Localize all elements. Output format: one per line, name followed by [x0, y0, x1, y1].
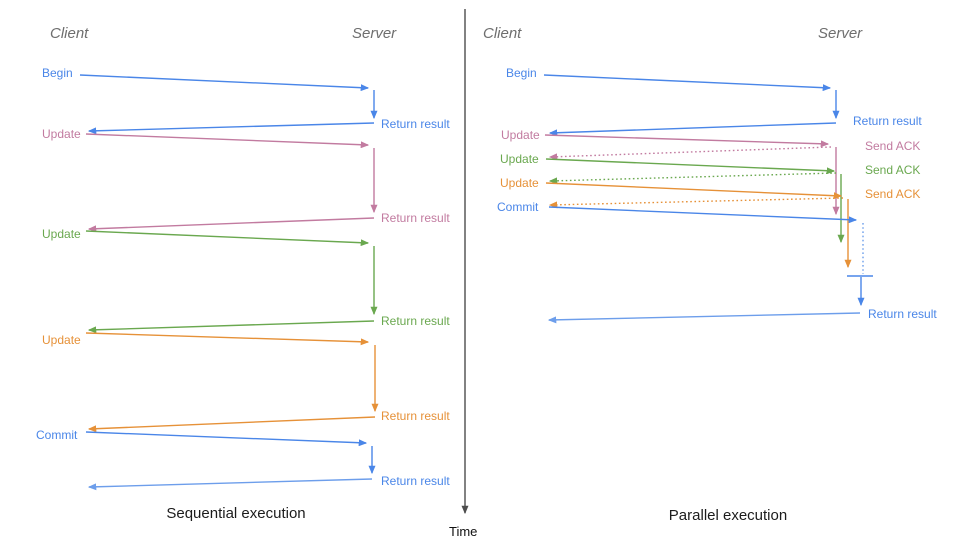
- sequential-panel: Client Server Begin Return result Update…: [36, 25, 450, 522]
- message-request-label: Update: [500, 152, 539, 166]
- message-request-label: Begin: [506, 66, 537, 80]
- message-response-label: Send ACK: [865, 139, 920, 153]
- time-axis: Time: [449, 9, 477, 539]
- message-request-label: Commit: [497, 200, 539, 214]
- server-lifeline-label: Server: [352, 25, 397, 42]
- message-response-label: Send ACK: [865, 163, 920, 177]
- request-arrow: [85, 332, 370, 346]
- panel-title: Sequential execution: [166, 505, 305, 522]
- panel-title: Parallel execution: [669, 507, 787, 524]
- request-arrow: [79, 74, 370, 92]
- message-request-label: Update: [42, 333, 81, 347]
- ack-arrow: [548, 197, 844, 209]
- message-request-label: Update: [42, 127, 81, 141]
- message-response-label: Return result: [381, 474, 450, 488]
- response-arrow: [87, 478, 373, 491]
- request-arrow: [548, 206, 858, 224]
- message-request-label: Update: [42, 227, 81, 241]
- request-arrow: [85, 431, 368, 447]
- response-arrow: [87, 320, 375, 334]
- server-lifeline-label: Server: [818, 25, 863, 42]
- message-request-label: Commit: [36, 428, 78, 442]
- ack-arrow: [548, 172, 837, 185]
- message-request-label: Begin: [42, 66, 73, 80]
- response-arrow: [548, 122, 837, 137]
- message-response-label: Return result: [381, 409, 450, 423]
- request-arrow: [545, 182, 843, 200]
- ack-arrow: [548, 146, 832, 161]
- message-response-label: Return result: [381, 314, 450, 328]
- request-arrow: [543, 74, 832, 92]
- client-lifeline-label: Client: [50, 25, 89, 42]
- response-arrow: [87, 217, 375, 233]
- request-arrow: [85, 230, 370, 247]
- client-lifeline-label: Client: [483, 25, 522, 42]
- message-response-label: Return result: [868, 307, 937, 321]
- response-arrow: [87, 122, 375, 135]
- request-arrow: [545, 158, 836, 175]
- request-arrow: [85, 133, 370, 149]
- message-request-label: Update: [500, 176, 539, 190]
- time-axis-label: Time: [449, 524, 477, 539]
- response-arrow: [87, 416, 376, 433]
- message-response-label: Return result: [853, 114, 922, 128]
- message-response-label: Return result: [381, 117, 450, 131]
- message-request-label: Update: [501, 128, 540, 142]
- message-response-label: Send ACK: [865, 187, 920, 201]
- request-arrow: [544, 134, 830, 148]
- message-response-label: Return result: [381, 211, 450, 225]
- parallel-panel: Client Server Begin Return result Update…: [483, 25, 937, 524]
- response-arrow: [547, 312, 861, 324]
